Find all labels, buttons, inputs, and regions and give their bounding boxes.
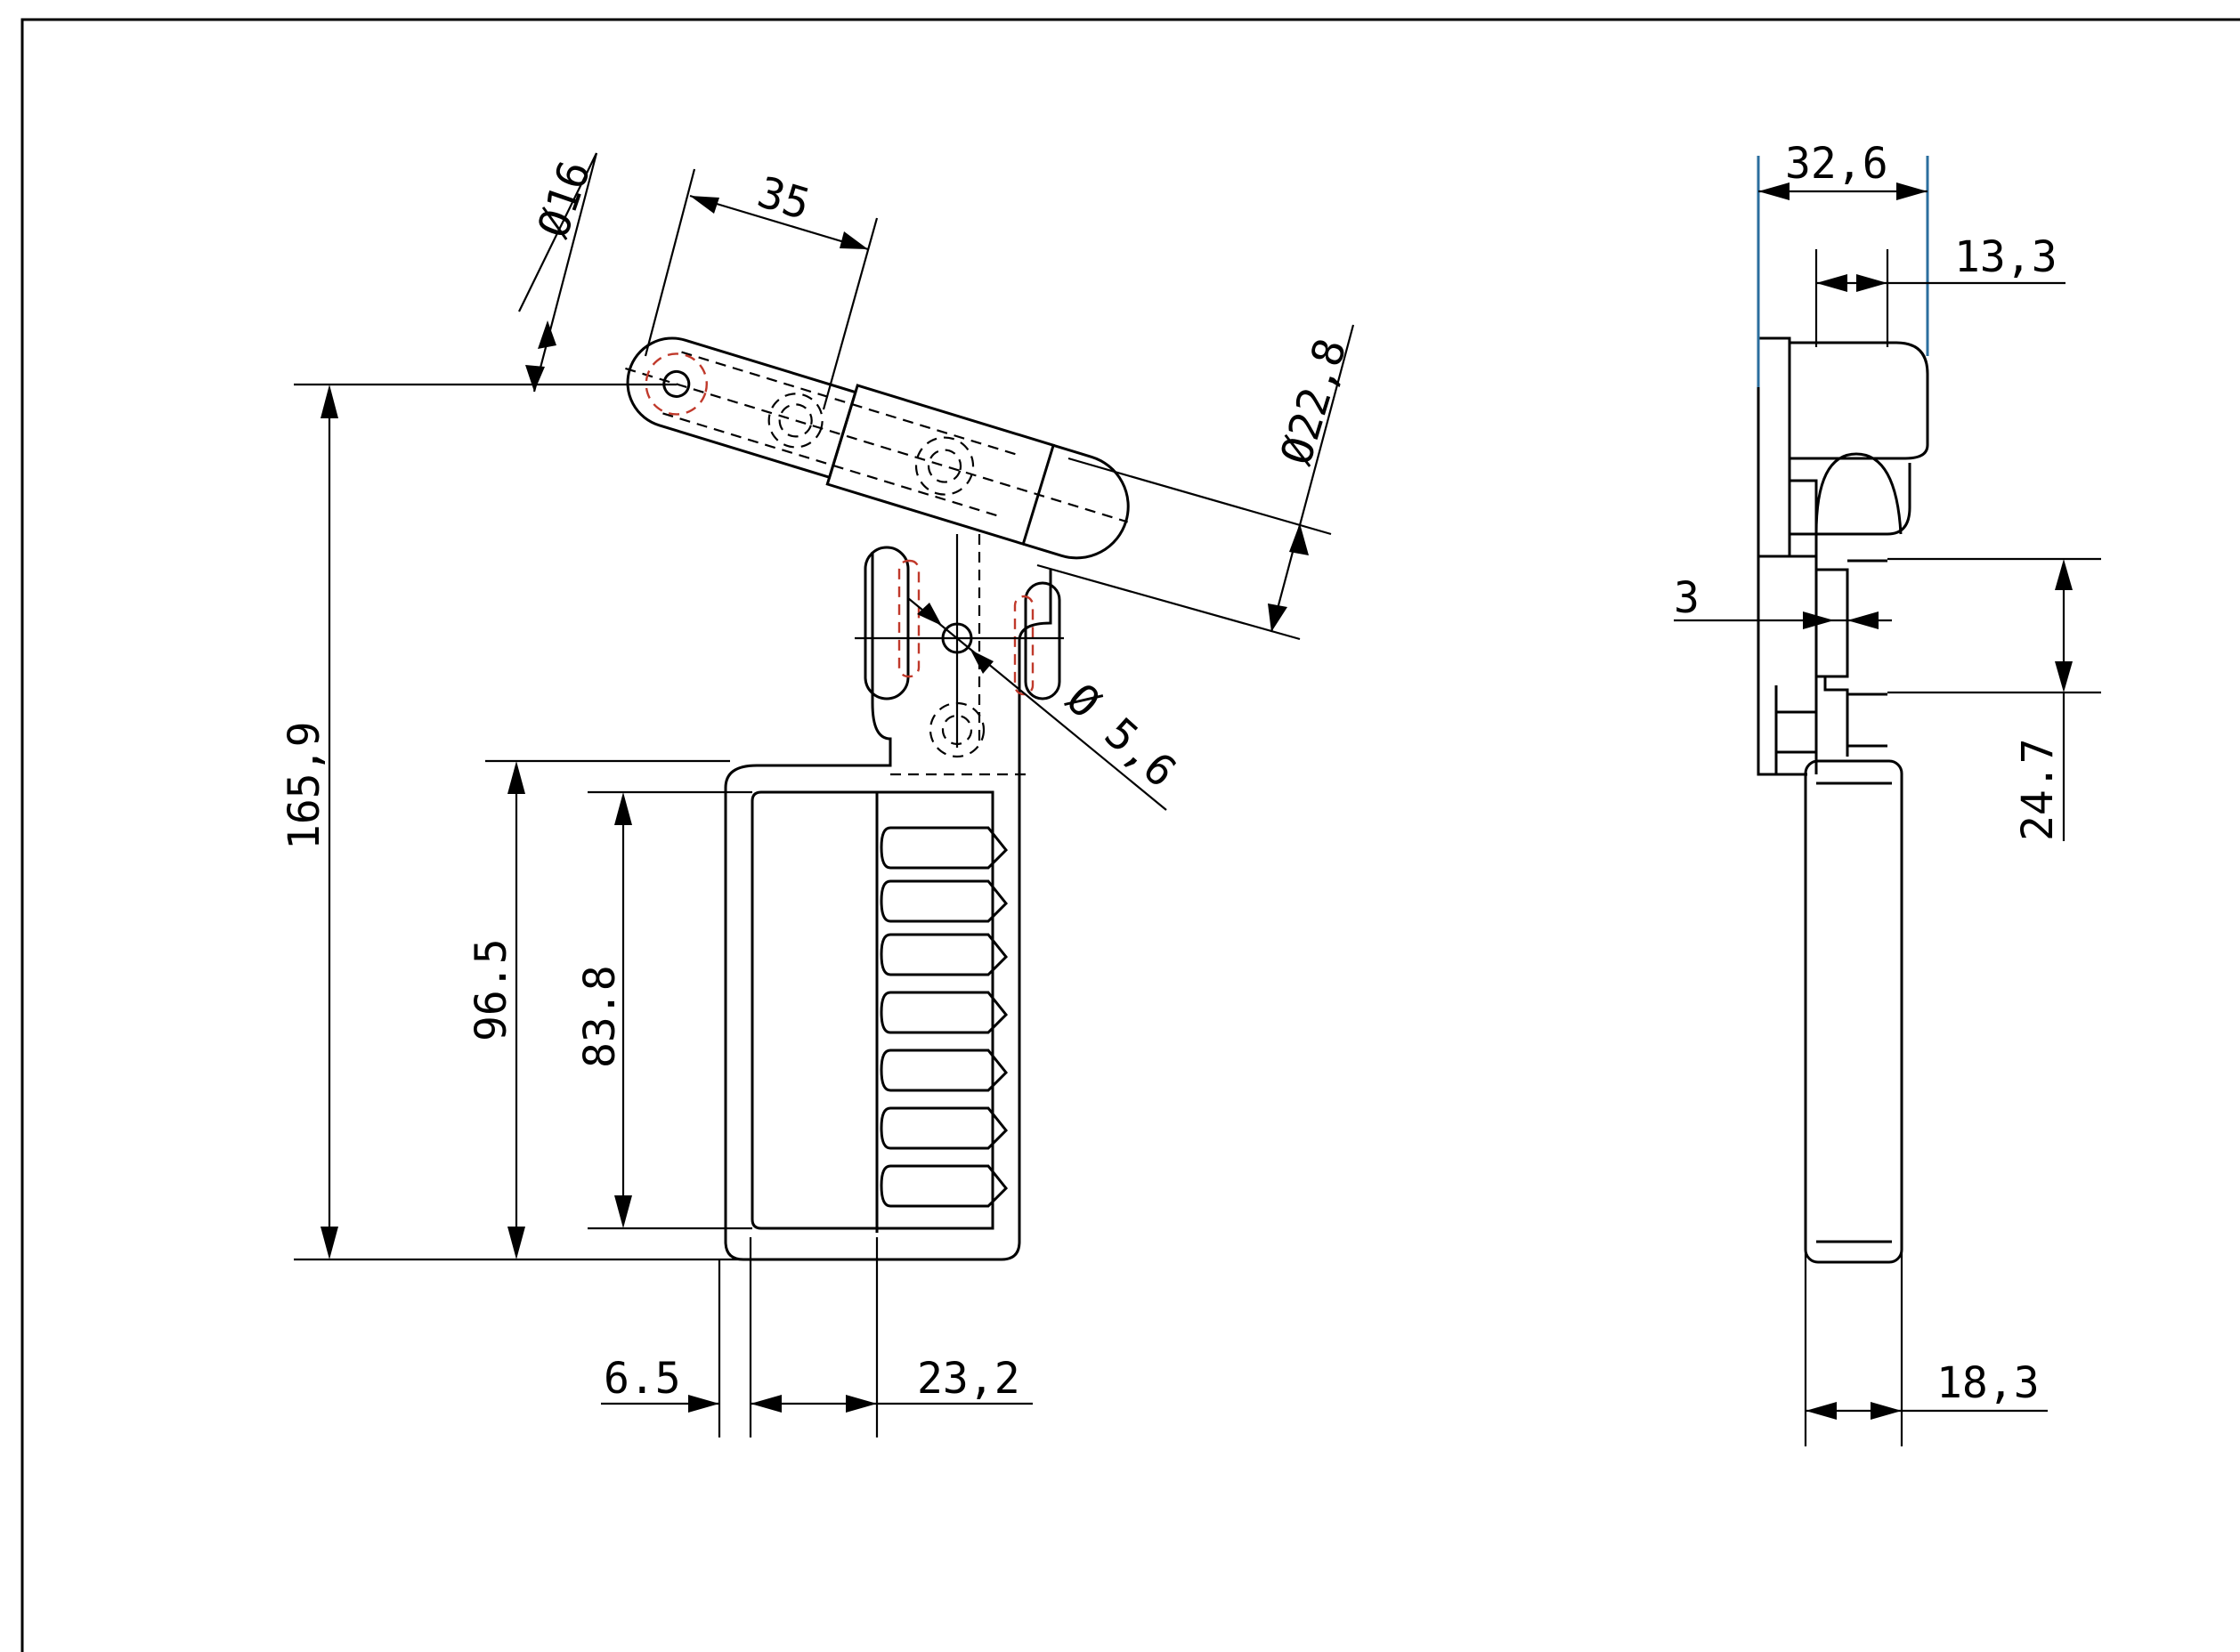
dim-width-6-5: 6.5 [604, 1354, 681, 1404]
pin-barrel [625, 336, 1130, 560]
dim-len-35: 35 [751, 167, 816, 230]
dim-dia-16: Ø16 [528, 155, 600, 244]
dim-height-24-7: 24.7 [2013, 738, 2063, 841]
dim-gap-3: 3 [1674, 573, 1700, 623]
side-view: 32,6 13,3 3 24.7 18,3 [1674, 139, 2101, 1446]
side-handle [1804, 759, 1903, 1264]
front-view: Ø16 35 Ø22,8 Ø 5,6 165,9 96.5 [280, 152, 1357, 1437]
dim-height-165-9: 165,9 [280, 722, 329, 851]
dim-height-96-5: 96.5 [467, 938, 516, 1041]
dim-dia-22-8: Ø22,8 [1271, 333, 1357, 471]
drawing-frame [20, 18, 2240, 1652]
dim-width-32-6: 32,6 [1785, 139, 1888, 189]
dim-width-23-2: 23,2 [917, 1354, 1020, 1404]
dim-width-18-3: 18,3 [1936, 1358, 2040, 1408]
dim-width-13-3: 13,3 [1954, 232, 2057, 282]
hinge-body [724, 552, 1052, 1261]
grip-ribs [880, 826, 1009, 1208]
dim-height-83-8: 83.8 [575, 965, 625, 1068]
